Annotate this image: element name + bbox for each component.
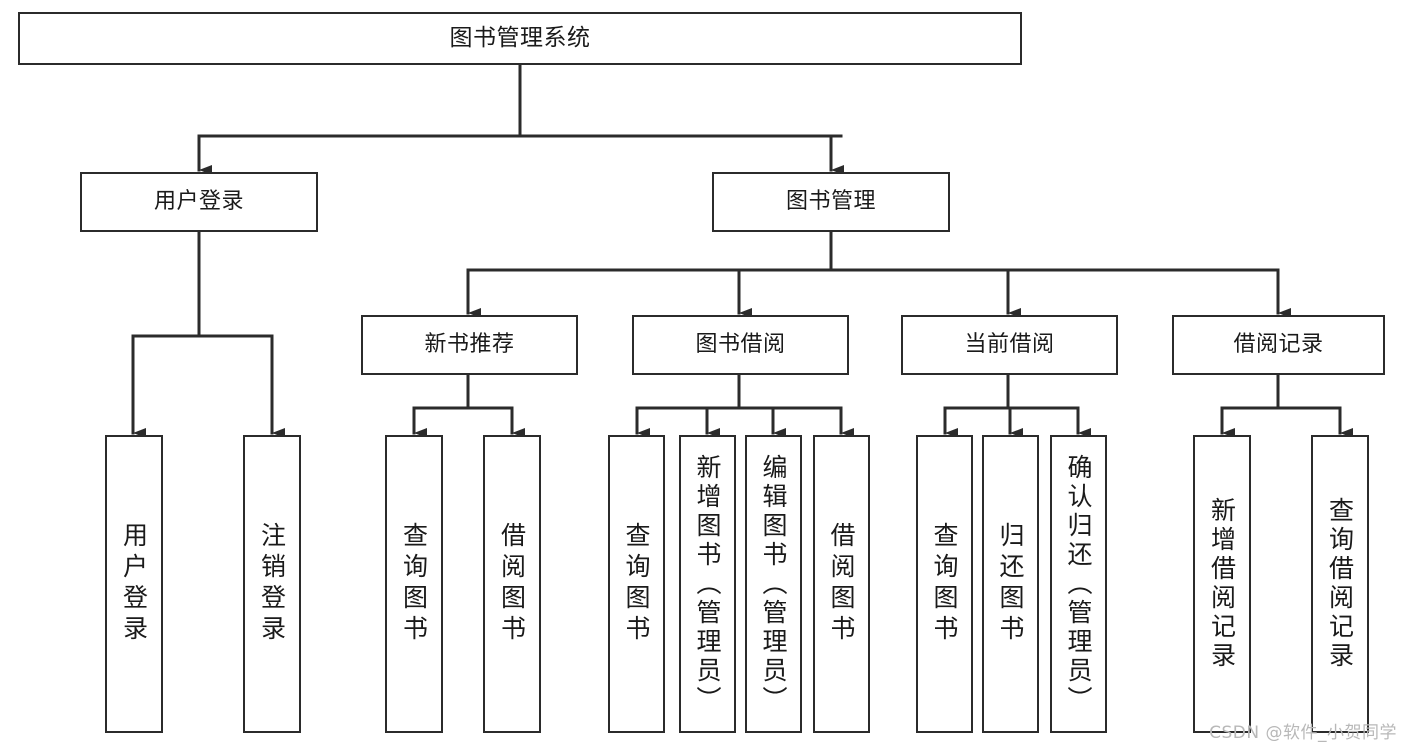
node-label: 用户登录 [119, 522, 149, 646]
node-leaf-logout[interactable]: 注销登录 [243, 435, 301, 733]
node-label: 新书推荐 [424, 331, 515, 357]
node-leaf-bb-edit[interactable]: 编辑图书（管理员） [745, 435, 802, 733]
node-leaf-bb-query[interactable]: 查询图书 [608, 435, 665, 733]
node-leaf-cb-confirm[interactable]: 确认归还（管理员） [1050, 435, 1107, 733]
node-label: 用户登录 [153, 188, 244, 214]
node-label: 图书借阅 [695, 331, 786, 357]
node-leaf-rec-borrow[interactable]: 借阅图书 [483, 435, 541, 733]
csdn-watermark: CSDN @软件_小贺同学 [1209, 723, 1397, 743]
node-book-borrow[interactable]: 图书借阅 [632, 315, 849, 375]
node-label: 确认归还（管理员） [1064, 453, 1093, 715]
node-label: 注销登录 [257, 522, 287, 646]
node-label: 借阅记录 [1233, 331, 1324, 357]
node-new-book-rec[interactable]: 新书推荐 [361, 315, 578, 375]
node-book-manage[interactable]: 图书管理 [712, 172, 950, 232]
node-label: 查询图书 [930, 522, 959, 646]
node-borrow-record[interactable]: 借阅记录 [1172, 315, 1385, 375]
node-label: 查询图书 [622, 522, 651, 646]
node-label: 归还图书 [996, 522, 1025, 646]
node-leaf-br-query[interactable]: 查询借阅记录 [1311, 435, 1369, 733]
node-label: 借阅图书 [497, 522, 527, 646]
node-leaf-bb-borrow[interactable]: 借阅图书 [813, 435, 870, 733]
node-label: 当前借阅 [964, 331, 1055, 357]
node-leaf-br-add[interactable]: 新增借阅记录 [1193, 435, 1251, 733]
node-leaf-cb-return[interactable]: 归还图书 [982, 435, 1039, 733]
node-leaf-bb-add[interactable]: 新增图书（管理员） [679, 435, 736, 733]
node-label: 图书管理 [785, 188, 876, 214]
node-root[interactable]: 图书管理系统 [18, 12, 1022, 65]
node-label: 图书管理系统 [449, 24, 591, 51]
node-label: 编辑图书（管理员） [759, 453, 788, 715]
node-label: 新增图书（管理员） [693, 453, 722, 715]
node-label: 借阅图书 [827, 522, 856, 646]
node-leaf-rec-query[interactable]: 查询图书 [385, 435, 443, 733]
node-leaf-cb-query[interactable]: 查询图书 [916, 435, 973, 733]
node-current-borrow[interactable]: 当前借阅 [901, 315, 1118, 375]
node-label: 查询图书 [399, 522, 429, 646]
node-label: 新增借阅记录 [1207, 497, 1237, 671]
node-leaf-login[interactable]: 用户登录 [105, 435, 163, 733]
node-label: 查询借阅记录 [1325, 497, 1355, 671]
node-user-login[interactable]: 用户登录 [80, 172, 318, 232]
